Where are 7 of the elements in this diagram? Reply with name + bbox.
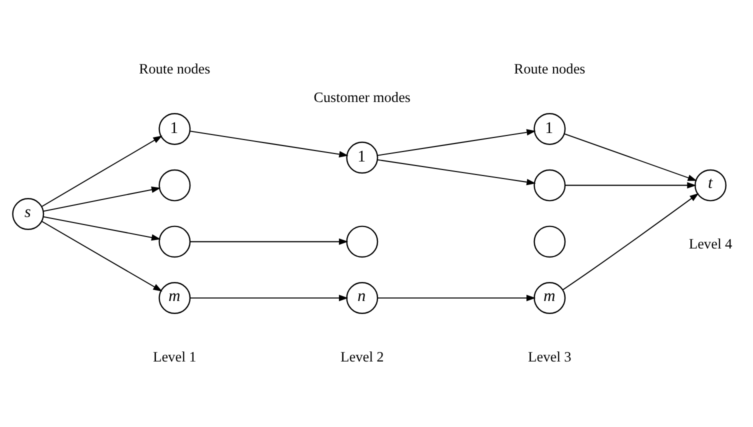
label: Level 2: [340, 349, 384, 366]
label: Route nodes: [514, 61, 586, 78]
label: Level 4: [688, 236, 732, 253]
label: Level 3: [528, 349, 572, 366]
label: Level 1: [152, 349, 196, 366]
label: Route nodes: [139, 61, 210, 78]
label: Customer modes: [314, 90, 411, 106]
